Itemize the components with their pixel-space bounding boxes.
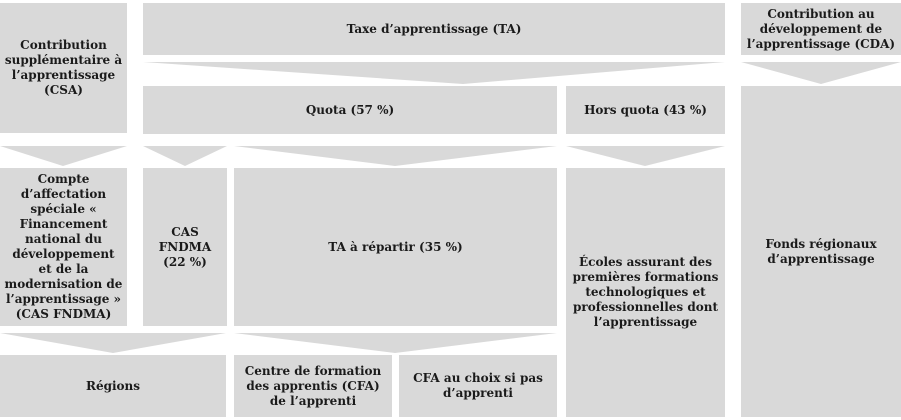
hors-quota-box: Hors quota (43 %) <box>566 86 725 134</box>
ta-to-quota-arrow <box>143 62 725 84</box>
hors-quota-down-arrow <box>566 146 725 166</box>
cfa-apprenti-box: Centre de formation des apprentis (CFA) … <box>234 355 392 417</box>
cda-box: Contribution au développement de l’appre… <box>741 3 901 55</box>
cfa-choix-box: CFA au choix si pas d’apprenti <box>399 355 557 417</box>
ta-repartir-label: TA à répartir (35 %) <box>328 239 463 254</box>
hors-quota-label: Hors quota (43 %) <box>584 102 707 117</box>
fonds-regionaux-label: Fonds régionaux d’apprentissage <box>765 236 877 266</box>
regions-box: Régions <box>0 355 226 417</box>
cas-long-label: Compte d’affectation spéciale « Financem… <box>4 172 123 321</box>
ta-repartir-to-cfa-arrow <box>234 333 557 353</box>
cfa-apprenti-label: Centre de formation des apprentis (CFA) … <box>244 363 382 408</box>
fonds-regionaux-box: Fonds régionaux d’apprentissage <box>741 86 901 417</box>
csa-label: Contribution supplémentaire à l’apprenti… <box>4 38 123 97</box>
csa-down-arrow <box>0 146 127 166</box>
regions-label: Régions <box>85 378 141 393</box>
cas-short-label: CAS FNDMA (22 %) <box>158 224 212 269</box>
cas-to-regions-arrow <box>0 333 226 353</box>
ecoles-label: Écoles assurant des premières formations… <box>572 255 719 329</box>
quota-to-ta-repartir-arrow <box>234 146 557 166</box>
ecoles-box: Écoles assurant des premières formations… <box>566 168 725 417</box>
csa-box: Contribution supplémentaire à l’apprenti… <box>0 3 127 133</box>
cda-label: Contribution au développement de l’appre… <box>746 6 896 51</box>
cas-long-box: Compte d’affectation spéciale « Financem… <box>0 168 127 326</box>
cfa-choix-label: CFA au choix si pas d’apprenti <box>413 371 543 400</box>
quota-to-cas-arrow <box>143 146 227 166</box>
quota-label: Quota (57 %) <box>305 102 395 117</box>
cas-short-box: CAS FNDMA (22 %) <box>143 168 227 326</box>
ta-box: Taxe d’apprentissage (TA) <box>143 3 725 55</box>
ta-label: Taxe d’apprentissage (TA) <box>346 21 522 36</box>
cda-down-arrow <box>741 62 901 84</box>
quota-box: Quota (57 %) <box>143 86 557 134</box>
ta-repartir-box: TA à répartir (35 %) <box>234 168 557 326</box>
